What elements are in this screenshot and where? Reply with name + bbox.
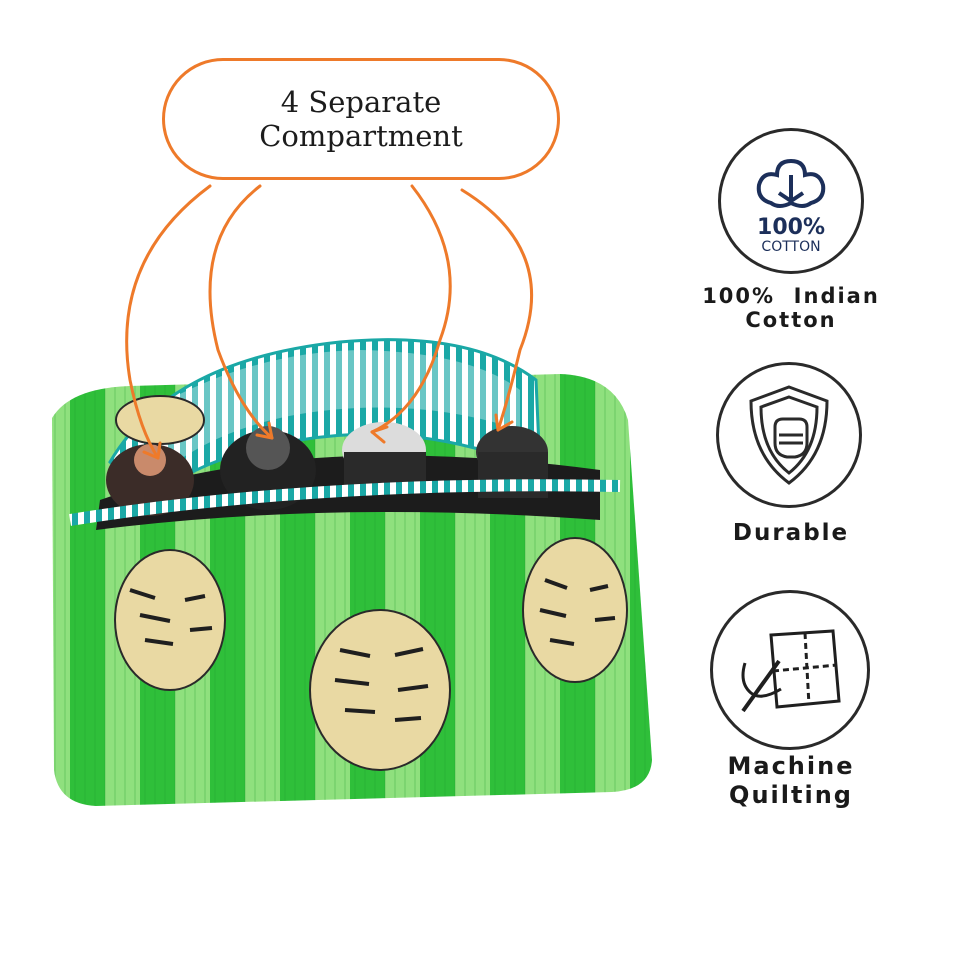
bag-zipper <box>69 479 621 526</box>
badge-percent: 100% <box>757 215 825 240</box>
feature-durable-label: Durable <box>671 520 911 546</box>
feature-quilting-label: Machine Quilting <box>671 752 911 810</box>
quilting-badge <box>710 590 870 750</box>
badge-cotton: COTTON <box>761 239 821 255</box>
cotton-boll-icon <box>756 158 826 208</box>
feature-durable-line-1: Durable <box>732 520 850 546</box>
durable-badge <box>716 362 862 508</box>
needle-quilting-icon <box>741 629 841 713</box>
feature-cotton-line-1: 100% Indian <box>702 284 880 308</box>
callout-line-1: 4 Separate <box>280 85 442 119</box>
cotton-badge: 100% COTTON <box>718 128 864 274</box>
compartment-callout: 4 Separate Compartment <box>162 58 560 180</box>
toiletry-bag-image <box>52 184 652 806</box>
callout-line-2: Compartment <box>259 119 463 153</box>
compartment-arrows <box>125 184 534 460</box>
feature-cotton-line-2: Cotton <box>745 308 837 332</box>
shield-fist-icon <box>749 385 829 485</box>
feature-quilting-line-2: Quilting <box>729 781 853 809</box>
feature-cotton-label: 100% Indian Cotton <box>671 284 911 332</box>
feature-quilting-line-1: Machine <box>727 752 855 780</box>
